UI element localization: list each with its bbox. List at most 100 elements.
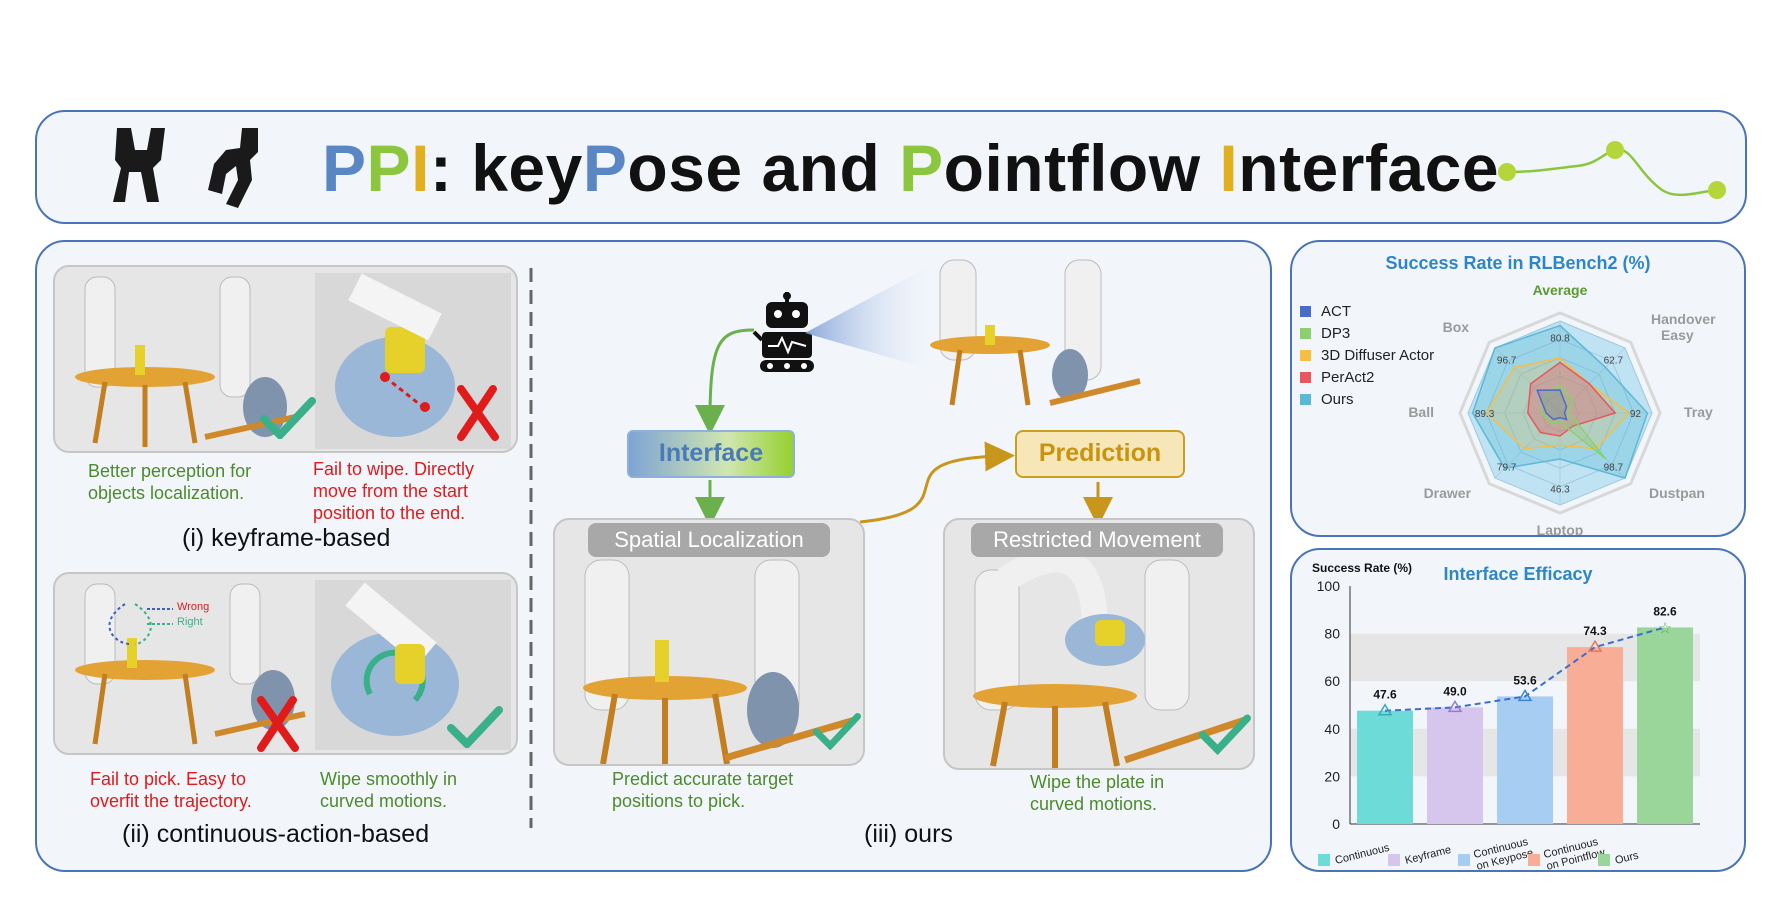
trend-line [1384,626,1666,712]
legend-label: Keyframe [1404,844,1453,867]
bar-value-label: 74.3 [1583,624,1607,638]
title-part: nterface [1238,131,1500,205]
check-icon [813,713,861,750]
restricted-movement-photo [943,518,1255,770]
radar-legend-item: PerAct2 [1300,366,1434,388]
title-part: P [899,131,944,205]
page-title: PPI: keyPose and Pointflow Interface [322,130,1499,206]
bar [1637,627,1693,824]
title-part: P [322,131,367,205]
trend-marker [1447,699,1463,713]
legend-label: 3D Diffuser Actor [1321,346,1435,364]
y-tick-label: 40 [1324,721,1340,737]
radar-axis-label: Easy [1661,327,1694,343]
legend-entry: Ours [1614,849,1641,867]
radar-spoke [1559,412,1626,479]
legend-label: Ours [1321,390,1354,408]
legend-swatch [1388,854,1400,866]
section-divider [529,268,533,828]
continuous-label: (ii) continuous-action-based [122,820,430,848]
radar-axis-label: Ball [1408,404,1434,420]
bar [1497,696,1553,824]
radar-value-label: 96.7 [1497,356,1517,367]
y-tick-label: 60 [1324,673,1340,689]
continuous-bad-caption: Fail to pick. Easy to overfit the trajec… [90,769,252,811]
radar-value-label: 98.7 [1604,462,1624,473]
radar-value-label: 79.7 [1497,462,1517,473]
check-icon [260,397,316,439]
radar-series [1485,356,1631,450]
robot-icon [752,292,814,372]
radar-series [1540,384,1607,460]
camera-view-beam [805,255,950,375]
radar-value-label: 80.8 [1550,334,1570,345]
gripper-closed-icon [208,128,258,208]
check-icon [1199,714,1251,756]
y-tick-label: 20 [1324,768,1340,784]
radar-frame [1458,311,1662,515]
legend-label: ACT [1321,302,1351,320]
keyframe-bad-caption: Fail to wipe. Directly move from the sta… [313,459,475,523]
keyframe-photo [53,265,518,453]
legend-wrong: Wrong [177,601,210,613]
observation-robots-photo [930,259,1141,406]
bar-value-label: 49.0 [1443,684,1467,698]
interface-box: Interface [627,430,795,478]
bar-value-label: 82.6 [1653,604,1677,618]
title-part: ointflow [943,131,1220,205]
trend-marker [1377,703,1393,716]
legend-swatch [1300,305,1311,317]
bar [1427,707,1483,824]
legend-label: DP3 [1321,324,1351,342]
legend-swatch [1318,854,1330,866]
legend-swatch [1528,854,1540,866]
prediction-box: Prediction [1015,430,1185,478]
keyframe-label: (i) keyframe-based [182,524,391,552]
legend-swatch [1598,854,1610,866]
cross-icon [257,696,299,752]
ours-label: (iii) ours [864,820,953,848]
title-part: P [366,131,412,205]
radar-legend-item: 3D Diffuser Actor [1300,344,1434,366]
bar-value-label: 47.6 [1373,688,1397,702]
bar [1357,710,1413,824]
radar-value-label: 92 [1630,409,1642,420]
radar-spoke [1559,347,1626,414]
pointflow-icon [1498,141,1726,199]
y-tick-label: 100 [1317,578,1341,594]
radar-axis-label: Average [1533,285,1588,298]
y-tick-label: 0 [1332,816,1340,832]
chart-title: Interface Efficacy [1443,564,1592,584]
radar-title: Success Rate in RLBench2 (%) [1385,253,1651,273]
trend-marker [1517,688,1533,702]
legend-right: Right [177,616,203,628]
radar-spoke [1494,347,1561,414]
legend-swatch [1300,349,1311,361]
radar-chart: 80.862.79298.746.379.789.396.7AverageHan… [1408,285,1716,535]
legend-label: Continuous [1334,842,1391,867]
gripper-open-icon [113,128,165,202]
legend-swatch [1458,854,1470,866]
restricted-caption: Wipe the plate in curved motions. [1030,772,1165,814]
legend-label: PerAct2 [1321,368,1375,386]
radar-axis-label: Handover [1651,311,1716,327]
trend-marker: ☆ [1658,620,1672,637]
spatial-caption: Predict accurate target positions to pic… [612,769,794,811]
keyframe-good-caption: Better perception for objects localizati… [88,461,252,503]
legend-entry: Continuous [1334,842,1391,867]
title-part: ose and [627,131,900,205]
radar-axis-label: Laptop [1537,522,1584,535]
legend-swatch [1300,327,1311,339]
legend-label: Ours [1614,849,1641,867]
radar-legend-item: DP3 [1300,322,1434,344]
spatial-localization-photo [553,518,865,766]
y-tick-label: 80 [1324,626,1340,642]
flow-arrows [695,328,1113,527]
bar-value-label: 53.6 [1513,673,1537,687]
continuous-good-caption: Wipe smoothly in curved motions. [320,769,458,811]
continuous-photo: Wrong Right [53,572,518,755]
